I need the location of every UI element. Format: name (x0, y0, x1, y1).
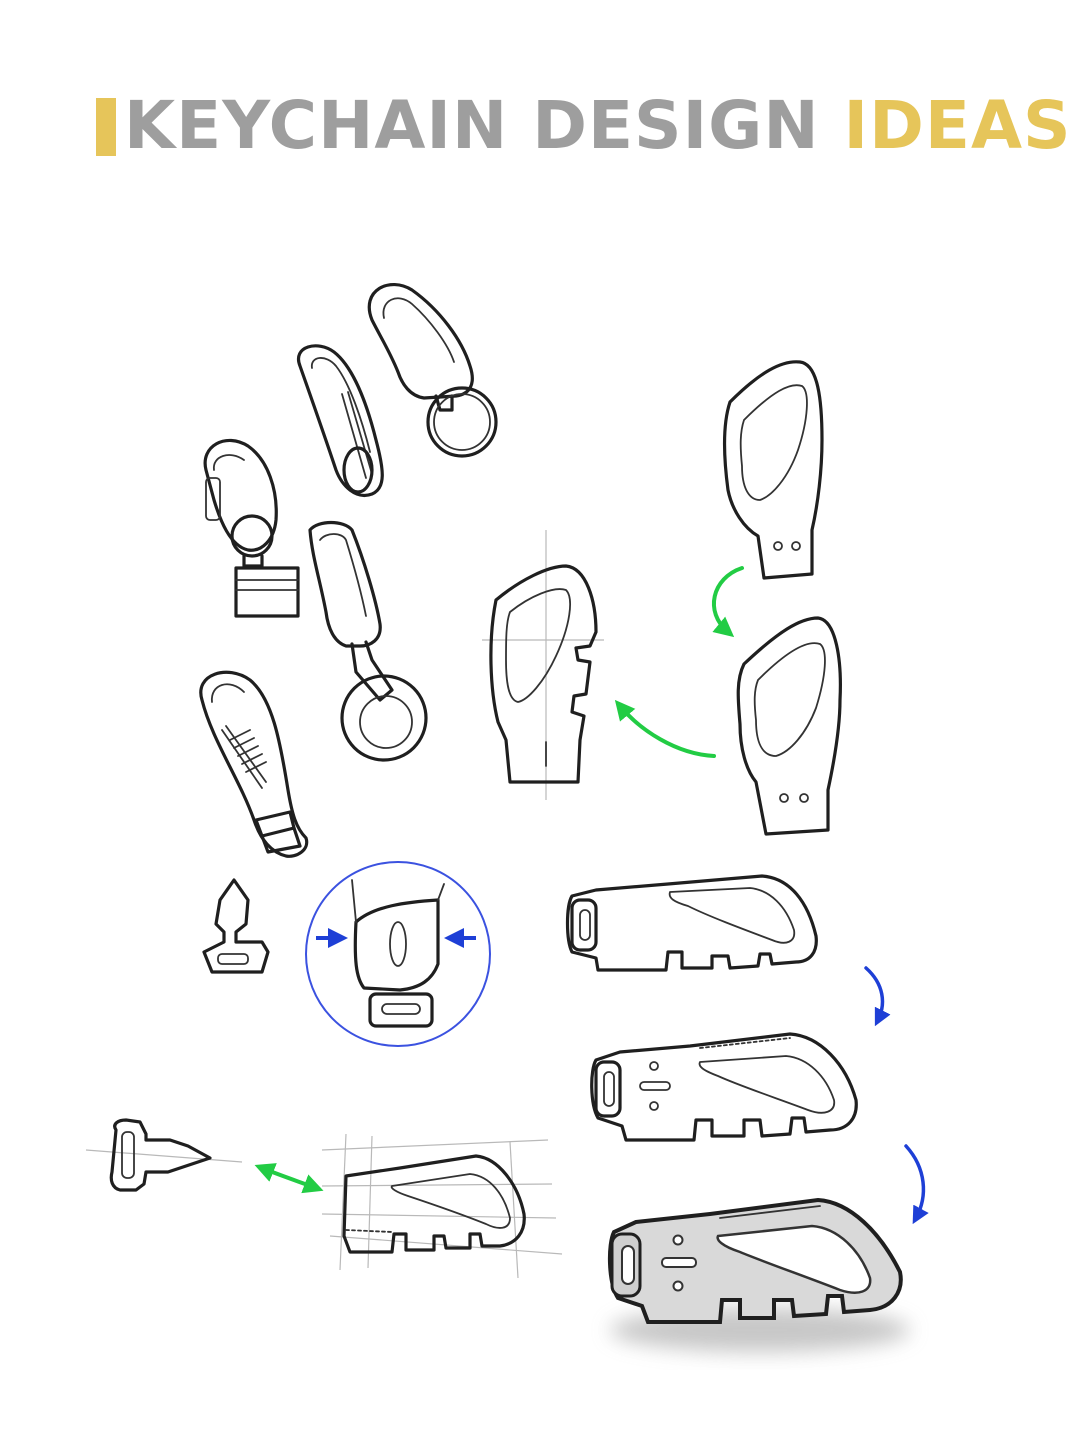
page-title: KEYCHAIN DESIGN IDEAS (124, 88, 1072, 164)
arrow-green-double-icon (254, 1163, 324, 1194)
title-accent-bar (96, 98, 116, 156)
arrowhead-tool-icon (202, 878, 270, 974)
multitool-carabiner-icon (321, 1133, 563, 1279)
multitool-carabiner-icon (607, 1197, 910, 1352)
title-main: KEYCHAIN DESIGN (124, 87, 820, 164)
carabiner-icon (722, 360, 824, 580)
green-arrows (254, 566, 744, 1194)
multitool-carabiner-icon (565, 874, 818, 972)
title-accent: IDEAS (843, 87, 1072, 164)
snap-hook-ring-icon (367, 283, 498, 458)
multitool-carabiner-icon (590, 1032, 858, 1142)
clip-strap-icon (203, 439, 300, 618)
arrow-blue-icon (864, 966, 891, 1027)
blue-arrows (864, 966, 929, 1225)
arrow-green-icon (614, 699, 716, 758)
multitool-carabiner-icon (482, 530, 604, 800)
clip-ring-icon (308, 520, 428, 762)
arrow-green-icon (711, 566, 744, 638)
arrow-blue-icon (904, 1144, 929, 1225)
carabiner-icon (736, 616, 842, 836)
swivel-hook-icon (199, 670, 309, 858)
detail-circle (305, 861, 491, 1047)
spring-clip-icon (296, 344, 384, 497)
arrowhead-tool-icon (85, 1118, 243, 1192)
